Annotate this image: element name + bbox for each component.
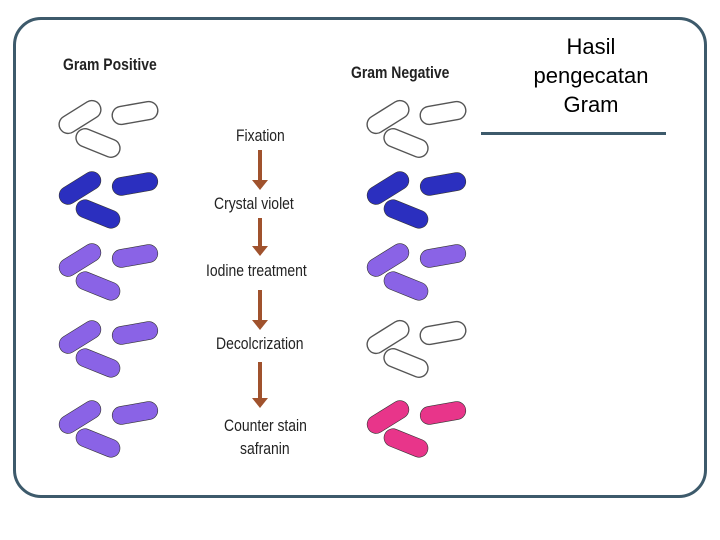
bacterium-rod (75, 128, 121, 158)
bacterium-rod (366, 400, 410, 434)
gram-positive-cell-cluster-4 (58, 320, 159, 378)
title-line-1: Hasil (566, 34, 616, 59)
bacterium-rod (58, 171, 102, 205)
bacterium-rod (58, 320, 102, 354)
process-arrow-2 (252, 218, 268, 256)
bacterium-rod (419, 100, 467, 126)
gram-negative-cell-cluster-4 (366, 319, 467, 378)
bacterium-rod (383, 199, 429, 229)
slide-title: Hasil pengecatan Gram (496, 32, 686, 119)
bacterium-rod (111, 244, 159, 268)
bacterium-rod (366, 319, 410, 355)
step-counter-stain-safranin: safranin (240, 439, 290, 458)
step-counter-stain: Counter stain (224, 416, 307, 435)
bacterium-rod (75, 428, 121, 458)
gram-negative-cell-cluster-1 (366, 99, 467, 158)
gram-negative-heading: Gram Negative (351, 63, 450, 82)
step-crystal-violet: Crystal violet (214, 194, 294, 213)
gram-negative-cell-cluster-2 (366, 171, 467, 229)
bacterium-rod (58, 243, 102, 277)
bacterium-rod (419, 320, 467, 346)
bacterium-rod (111, 321, 159, 345)
process-arrow-3 (252, 290, 268, 330)
bacterium-rod (383, 428, 429, 458)
process-arrow-1 (252, 150, 268, 190)
bacterium-rod (75, 348, 121, 378)
gram-negative-cell-cluster-5 (366, 400, 467, 458)
bacterium-rod (366, 171, 410, 205)
title-line-3: Gram (563, 92, 619, 117)
bacterium-rod (383, 271, 429, 301)
bacterium-rod (419, 401, 467, 425)
gram-negative-cell-cluster-3 (366, 243, 467, 301)
bacterium-rod (383, 128, 429, 158)
bacterium-rod (419, 244, 467, 268)
gram-positive-cell-cluster-1 (58, 99, 159, 158)
step-fixation: Fixation (236, 126, 285, 145)
title-line-2: pengecatan (533, 63, 649, 88)
gram-positive-cell-cluster-2 (58, 171, 159, 229)
bacterium-rod (75, 271, 121, 301)
gram-positive-cell-cluster-3 (58, 243, 159, 301)
title-underline (481, 132, 666, 135)
bacterium-rod (366, 243, 410, 277)
bacterium-rod (58, 99, 102, 135)
bacterium-rod (58, 400, 102, 434)
bacterium-rod (383, 348, 429, 378)
bacterium-rod (111, 100, 159, 126)
process-arrow-4 (252, 362, 268, 408)
bacterium-rod (75, 199, 121, 229)
step-decolorization: Decolcrization (216, 334, 304, 353)
bacterium-rod (111, 172, 159, 196)
bacterium-rod (366, 99, 410, 135)
bacterium-rod (419, 172, 467, 196)
gram-positive-heading: Gram Positive (63, 55, 157, 74)
step-iodine-treatment: Iodine treatment (206, 261, 307, 280)
bacterium-rod (111, 401, 159, 425)
gram-positive-cell-cluster-5 (58, 400, 159, 458)
